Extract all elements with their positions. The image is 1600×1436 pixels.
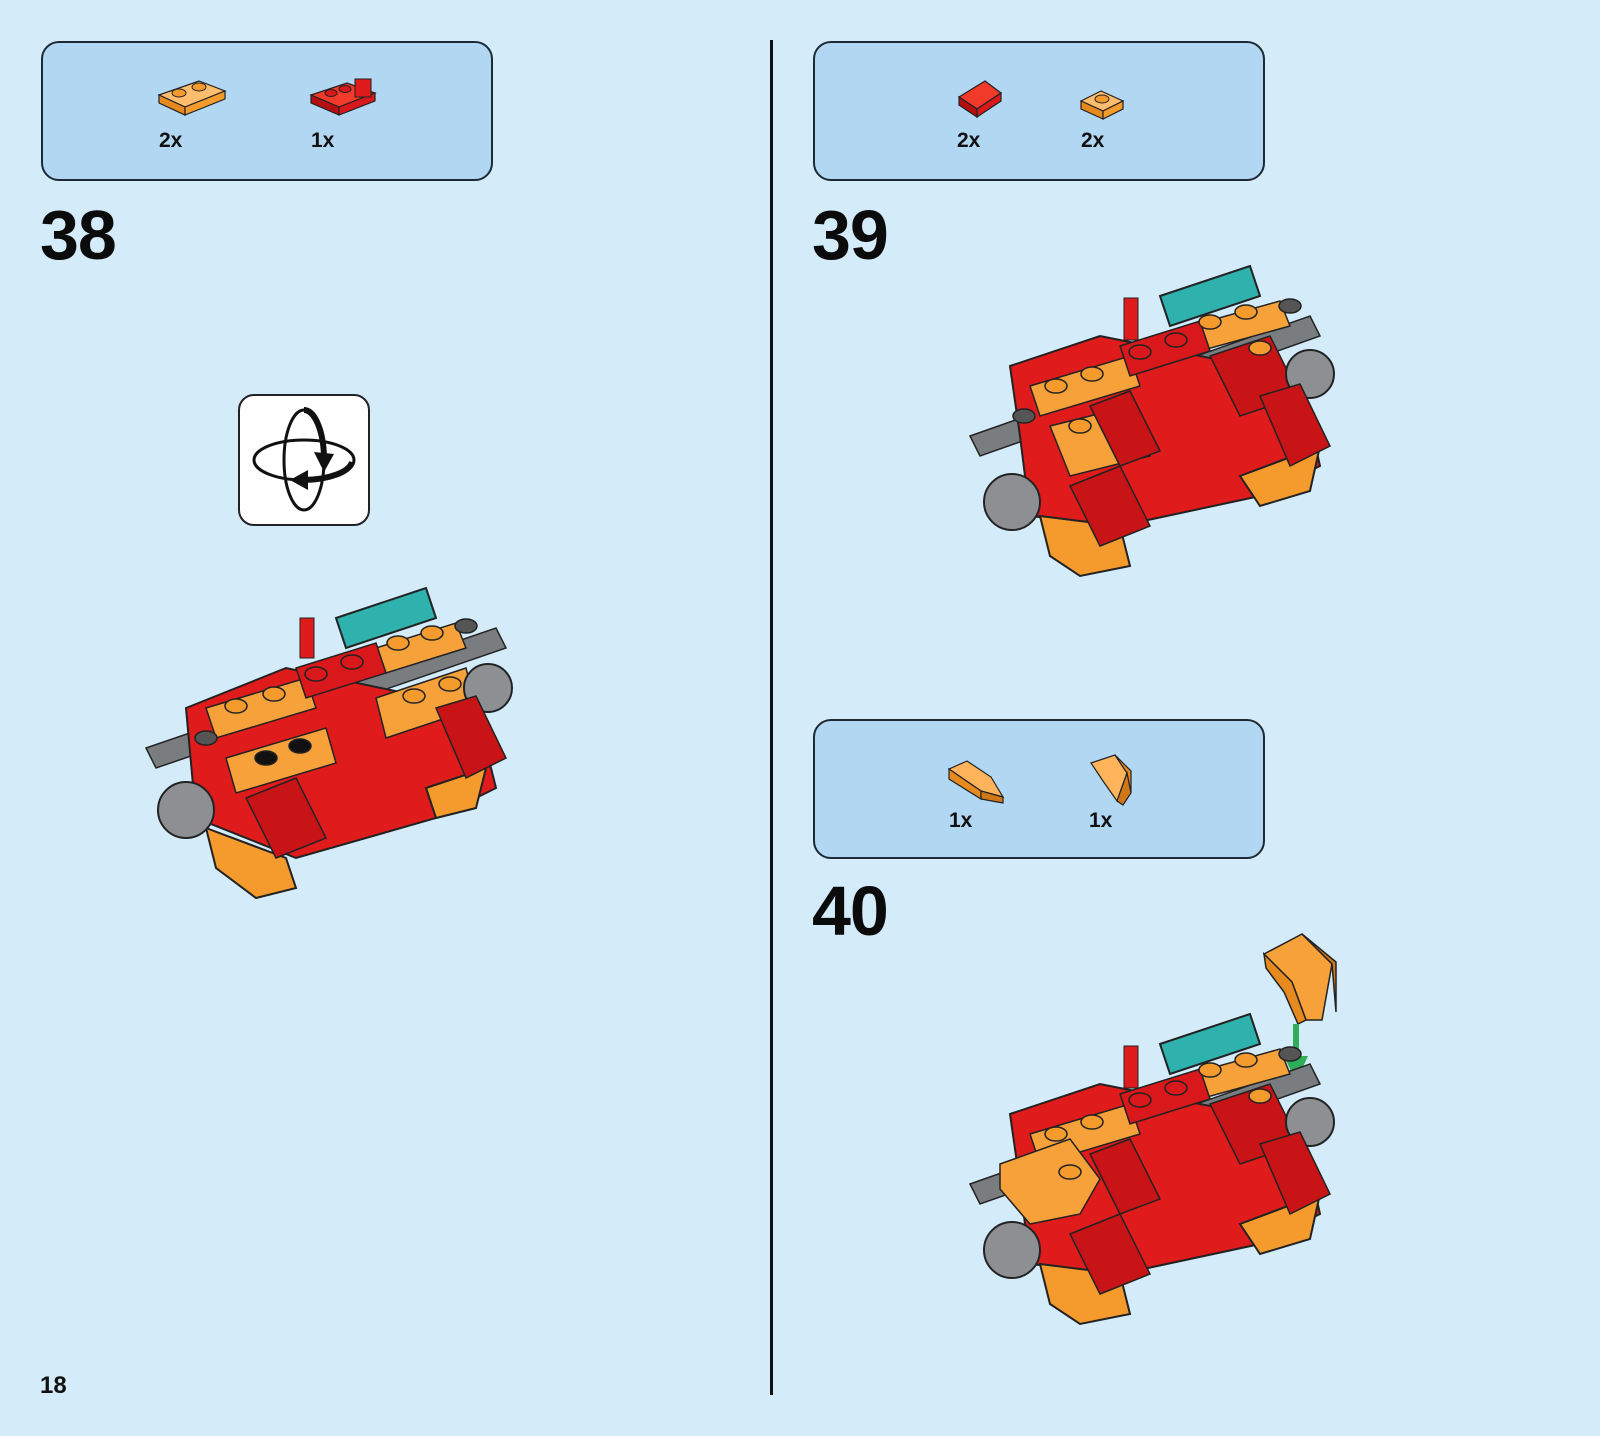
column-divider [770, 40, 773, 1395]
orange-wedge-left-icon [947, 757, 1007, 805]
part-quantity: 1x [311, 129, 334, 153]
red-slope-icon [955, 77, 1005, 119]
part-quantity: 1x [949, 809, 972, 833]
orange-plate-1x2-icon [157, 77, 227, 117]
page-number: 18 [40, 1372, 67, 1400]
step-39-model [960, 266, 1360, 596]
step-38-parts-box: 2x 1x [41, 41, 493, 181]
step-40-model [960, 1014, 1360, 1344]
part-quantity: 2x [159, 129, 182, 153]
step-number-40: 40 [812, 876, 888, 946]
step-number-39: 39 [812, 200, 888, 270]
part-quantity: 2x [1081, 129, 1104, 153]
step-39-parts-box: 2x 2x [813, 41, 1265, 181]
part-quantity: 1x [1089, 809, 1112, 833]
step-number-38: 38 [40, 200, 116, 270]
orange-wedge-right-icon [1087, 753, 1135, 807]
part-quantity: 2x [957, 129, 980, 153]
step-40-parts-box: 1x 1x [813, 719, 1265, 859]
step-38-model [136, 588, 536, 918]
rotate-model-icon [238, 394, 370, 526]
orange-plate-1x1-icon [1079, 87, 1125, 121]
red-hinge-plate-icon [309, 75, 379, 119]
